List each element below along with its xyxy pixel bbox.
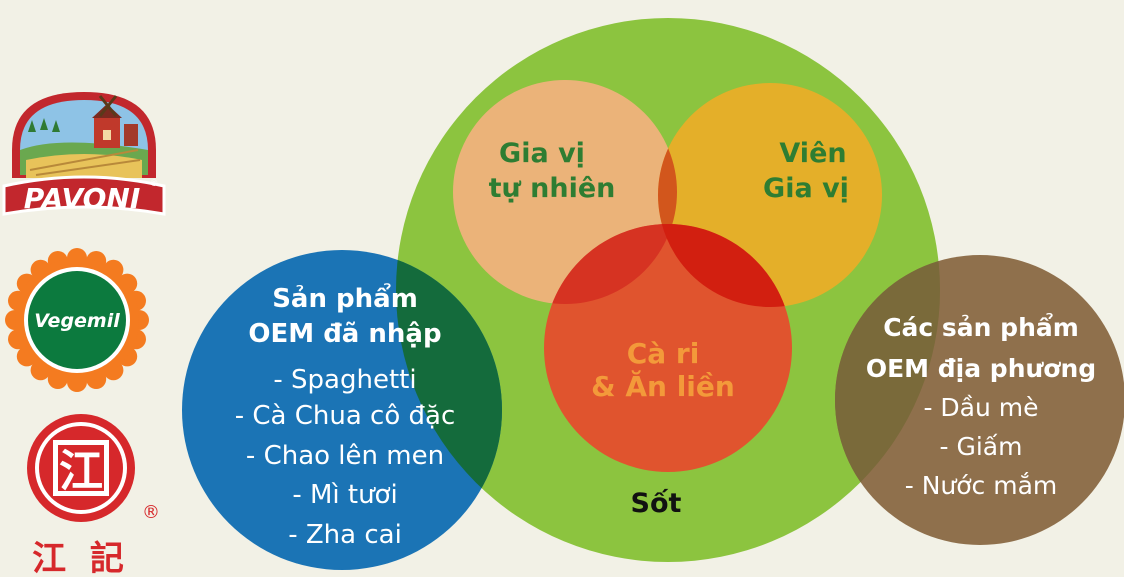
sauce-label: Sốt bbox=[631, 488, 682, 519]
curry-instant-label-line1: Cà ri bbox=[627, 337, 700, 370]
jiangji-logo: 江 ® 江 記 bbox=[27, 414, 160, 577]
natural-spices-label-line1: Gia vị bbox=[499, 138, 585, 169]
spice-cubes-label-line1: Viên bbox=[779, 138, 846, 169]
windmill-icon bbox=[98, 95, 118, 117]
imported-oem-title-line2: OEM đã nhập bbox=[248, 319, 441, 349]
jiangji-logo-caption: 江 記 bbox=[32, 539, 130, 577]
pavoni-logo: PAVONI ® bbox=[2, 92, 166, 216]
local-oem-title-line2: OEM địa phương bbox=[866, 354, 1096, 383]
local-oem-title-line1: Các sản phẩm bbox=[883, 312, 1079, 342]
imported-oem-item: - Zha cai bbox=[288, 520, 402, 550]
vegemil-logo: Vegemil bbox=[5, 248, 149, 392]
local-oem-item: - Dầu mè bbox=[923, 393, 1038, 422]
imported-oem-item: - Cà Chua cô đặc bbox=[235, 401, 456, 431]
imported-oem-item: - Spaghetti bbox=[273, 365, 416, 395]
local-oem-item: - Giấm bbox=[940, 432, 1023, 461]
curry-instant-label-line2: & Ăn liền bbox=[591, 369, 735, 403]
jiangji-registered-mark: ® bbox=[142, 502, 160, 523]
pavoni-logo-text: PAVONI bbox=[24, 182, 141, 215]
natural-spices-label-line2: tự nhiên bbox=[489, 173, 616, 204]
local-oem-item: - Nước mắm bbox=[905, 471, 1058, 500]
vegemil-logo-text: Vegemil bbox=[34, 310, 120, 332]
jiangji-logo-mark: 江 bbox=[59, 446, 103, 497]
imported-oem-item: - Chao lên men bbox=[246, 441, 444, 471]
curry-natural-overlap bbox=[544, 224, 677, 304]
spice-cubes-label-line2: Gia vị bbox=[763, 173, 849, 204]
pavoni-registered-mark: ® bbox=[150, 179, 159, 189]
curry-cubes-overlap bbox=[658, 224, 792, 307]
imported-oem-item: - Mì tươi bbox=[292, 480, 397, 510]
imported-oem-title-line1: Sản phẩm bbox=[272, 281, 418, 314]
